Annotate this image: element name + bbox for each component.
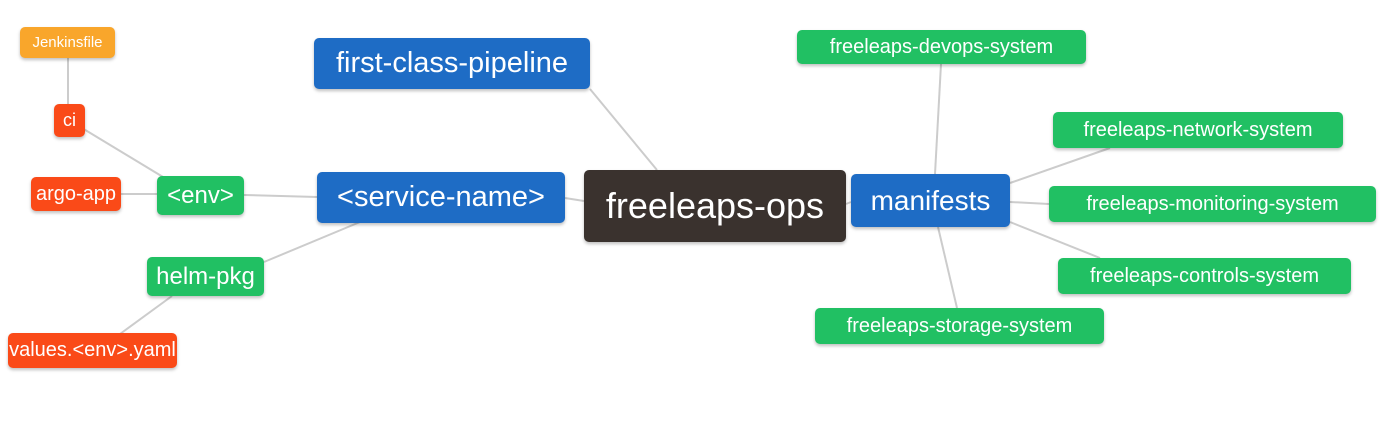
node-freeleaps-devops-system[interactable]: freeleaps-devops-system bbox=[797, 30, 1086, 64]
edge-freeleaps-ops-manifests bbox=[845, 201, 852, 205]
edge-pipeline-freeleaps-ops bbox=[589, 88, 658, 171]
node-freeleaps-ops[interactable]: freeleaps-ops bbox=[584, 170, 846, 242]
node-values-env-yaml[interactable]: values.<env>.yaml bbox=[8, 333, 177, 368]
edge-manifests-devops bbox=[934, 63, 942, 175]
edge-ci-env bbox=[81, 127, 169, 181]
node-freeleaps-network-system[interactable]: freeleaps-network-system bbox=[1053, 112, 1343, 148]
edge-manifests-monitoring bbox=[1009, 201, 1050, 205]
edge-service-freeleaps-ops bbox=[564, 197, 585, 202]
node-freeleaps-monitoring-system[interactable]: freeleaps-monitoring-system bbox=[1049, 186, 1376, 222]
node-helm-pkg[interactable]: helm-pkg bbox=[147, 257, 264, 296]
node-freeleaps-storage-system[interactable]: freeleaps-storage-system bbox=[815, 308, 1104, 344]
edge-values-helm-pkg bbox=[119, 295, 173, 335]
node-ci[interactable]: ci bbox=[54, 104, 85, 137]
edge-helm-pkg-service-name bbox=[263, 221, 361, 263]
node-argo-app[interactable]: argo-app bbox=[31, 177, 121, 211]
edge-manifests-storage bbox=[937, 226, 958, 309]
edge-manifests-network bbox=[1009, 147, 1111, 184]
node-freeleaps-controls-system[interactable]: freeleaps-controls-system bbox=[1058, 258, 1351, 294]
node-first-class-pipeline[interactable]: first-class-pipeline bbox=[314, 38, 590, 89]
node-jenkinsfile[interactable]: Jenkinsfile bbox=[20, 27, 115, 58]
node-env[interactable]: <env> bbox=[157, 176, 244, 215]
node-manifests[interactable]: manifests bbox=[851, 174, 1010, 227]
edge-manifests-controls bbox=[1009, 221, 1101, 259]
edge-env-service-name bbox=[243, 194, 318, 198]
node-service-name[interactable]: <service-name> bbox=[317, 172, 565, 223]
